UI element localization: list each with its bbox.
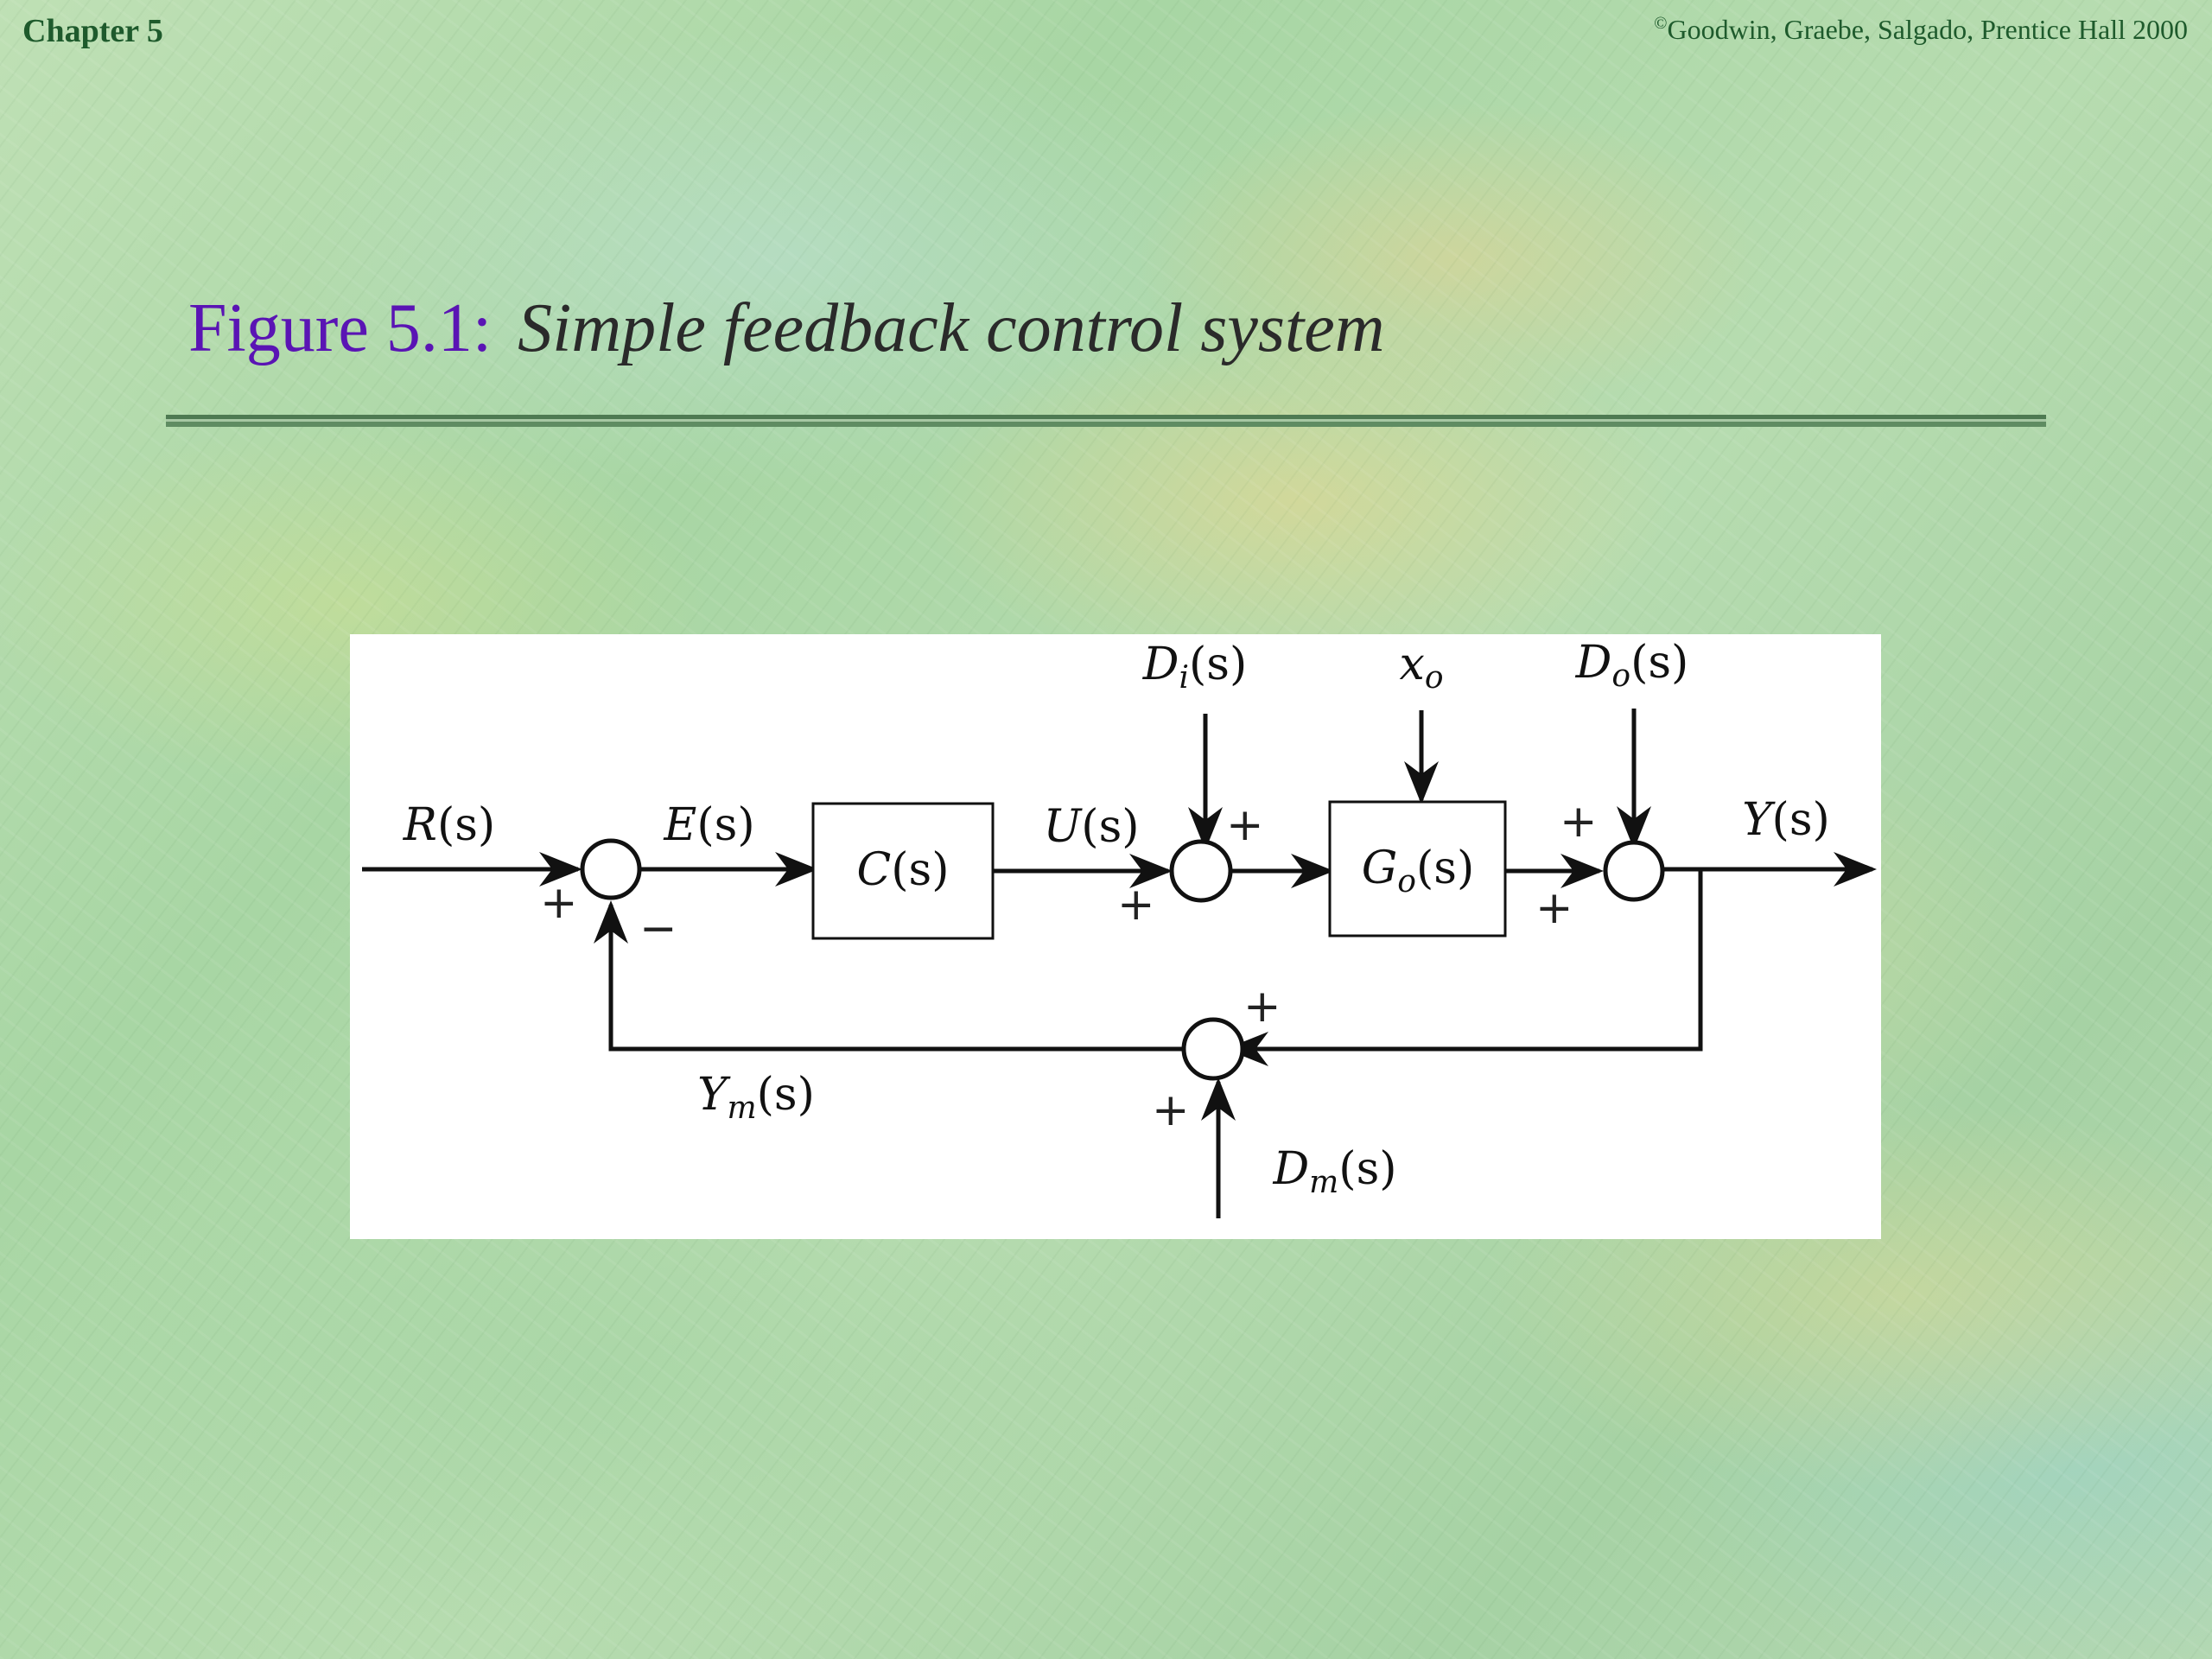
figure-caption: Simple feedback control system <box>518 290 1385 366</box>
copyright-notice: ©Goodwin, Graebe, Salgado, Prentice Hall… <box>1654 14 2188 46</box>
controller-label: C(s) <box>856 844 949 896</box>
error-junction-minus-sign: − <box>639 903 677 955</box>
reference-label: R(s) <box>403 799 495 851</box>
output-label: Y(s) <box>1742 794 1830 846</box>
measurement-noise-label: Dm(s) <box>1272 1143 1396 1200</box>
measurement-junction <box>1181 1017 1245 1081</box>
control-label: U(s) <box>1043 801 1139 853</box>
output-disturbance-junction <box>1603 840 1665 902</box>
block-diagram: C(s) Go(s) R(s) E(s) U(s) Y(s) Ym(s) Di(… <box>362 637 1877 1218</box>
measured-output-arrow <box>594 900 1197 1052</box>
error-summing-junction <box>580 838 642 900</box>
feedback-arrow <box>1225 871 1703 1066</box>
input-junction-top-plus-sign: + <box>1226 799 1264 851</box>
chapter-label: Chapter 5 <box>22 13 163 49</box>
input-disturbance-label: Di(s) <box>1142 639 1247 696</box>
figure-number: Figure 5.1: <box>188 290 493 366</box>
copyright-symbol: © <box>1654 14 1668 33</box>
measurement-junction-bottom-plus-sign: + <box>1152 1084 1190 1136</box>
output-junction-top-plus-sign: + <box>1560 796 1598 848</box>
title-divider <box>166 415 2046 427</box>
input-junction-left-plus-sign: + <box>1117 879 1155 931</box>
error-junction-plus-sign: + <box>540 877 578 929</box>
output-disturbance-label: Do(s) <box>1575 637 1689 694</box>
plant-label: Go(s) <box>1362 842 1475 899</box>
measurement-junction-right-plus-sign: + <box>1243 981 1281 1033</box>
output-junction-left-plus-sign: + <box>1535 882 1573 934</box>
initial-state-label: xo <box>1399 639 1443 696</box>
error-label: E(s) <box>663 799 754 851</box>
plant-block <box>1328 800 1507 938</box>
measured-output-label: Ym(s) <box>697 1069 815 1126</box>
block-diagram-panel: C(s) Go(s) R(s) E(s) U(s) Y(s) Ym(s) Di(… <box>350 634 1881 1239</box>
controller-block <box>811 802 995 940</box>
input-disturbance-junction <box>1169 839 1233 903</box>
slide-title: Figure 5.1: Simple feedback control syste… <box>188 289 1385 368</box>
copyright-text: Goodwin, Graebe, Salgado, Prentice Hall … <box>1667 14 2188 45</box>
